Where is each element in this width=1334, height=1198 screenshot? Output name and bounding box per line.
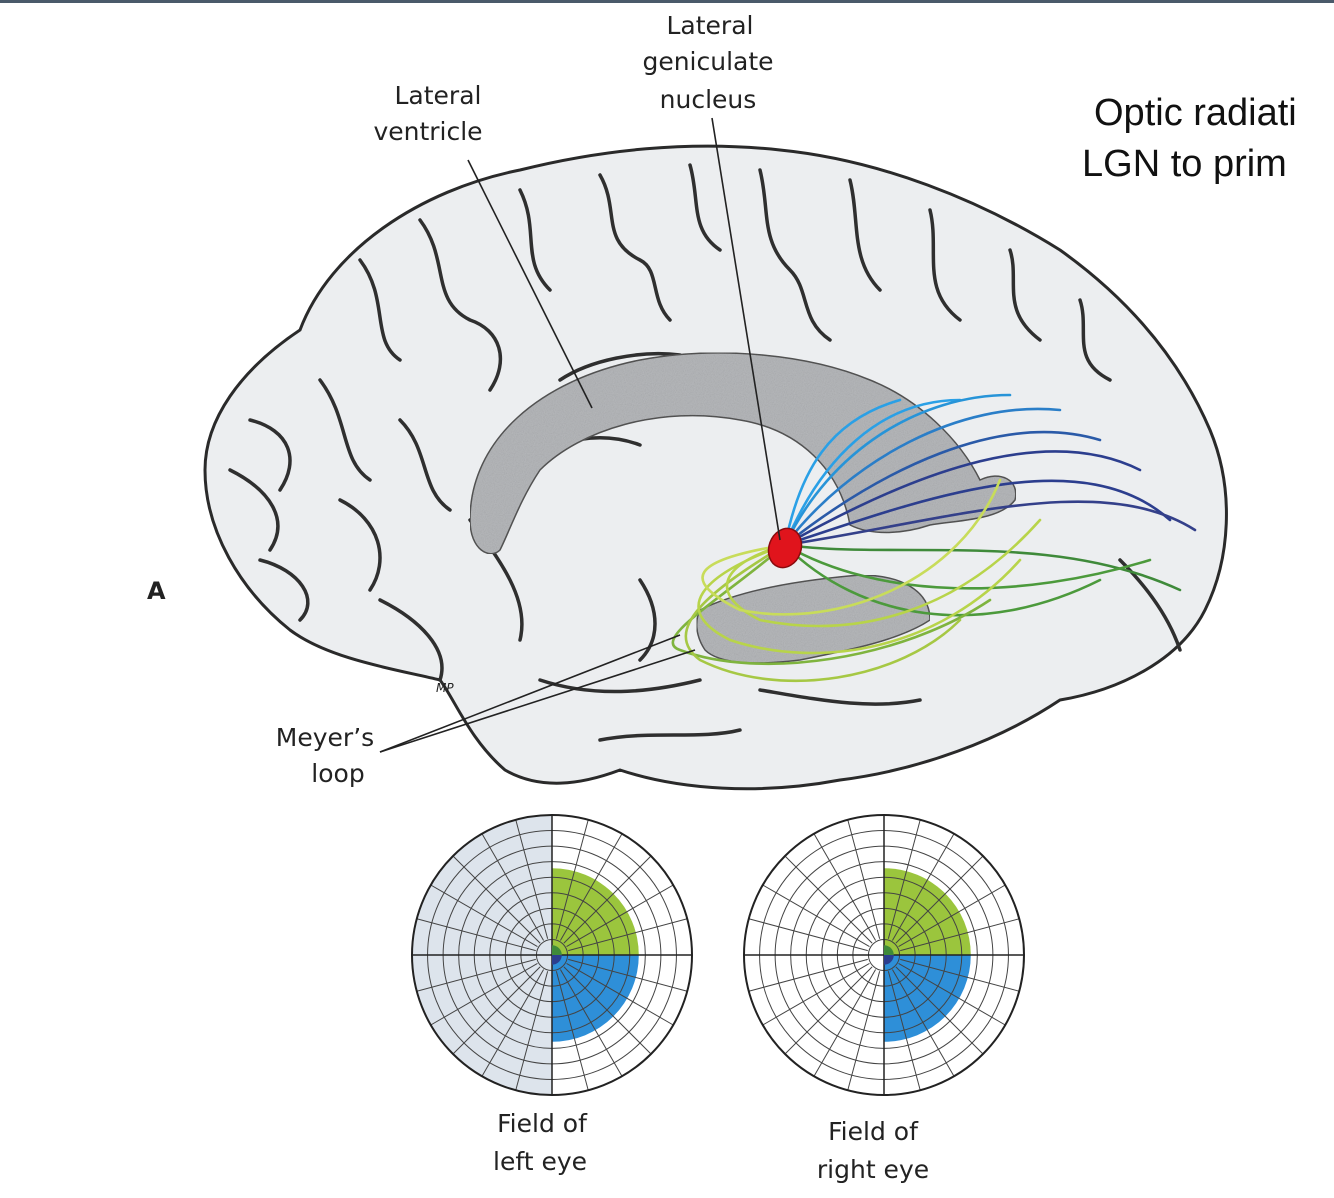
visual-field-left-eye <box>411 814 693 1096</box>
field-spoke <box>452 855 541 944</box>
field-spoke <box>430 884 538 948</box>
svg-text:geniculate: geniculate <box>642 47 773 76</box>
fiber-mid-2 <box>783 543 1152 590</box>
field-spoke <box>813 969 877 1077</box>
field-spoke <box>891 833 955 941</box>
field-spoke <box>813 833 877 941</box>
field-spoke <box>847 971 881 1091</box>
fiber-upper-6 <box>783 450 1142 547</box>
label-lgn: Lateral geniculate nucleus <box>642 11 773 114</box>
field-center-upper <box>552 945 562 955</box>
field-spoke <box>887 819 921 939</box>
artist-signature: MP <box>436 681 454 695</box>
field-spoke <box>891 969 955 1077</box>
leader-meyers-loop-2 <box>379 649 696 753</box>
label-field-right: Field of right eye <box>817 1117 929 1184</box>
leader-meyers-loop-1 <box>379 634 681 753</box>
field-border <box>743 814 1025 1096</box>
svg-text:Field of: Field of <box>828 1117 919 1146</box>
field-spoke <box>416 918 536 952</box>
panel-letter: A <box>147 577 166 605</box>
fiber-lower-5 <box>701 478 1002 616</box>
field-spoke <box>898 962 1006 1026</box>
field-spoke <box>515 971 549 1091</box>
svg-text:Field of: Field of <box>497 1109 588 1138</box>
fiber-lower-3 <box>697 543 1022 655</box>
field-spoke <box>430 962 538 1026</box>
field-spoke <box>847 819 881 939</box>
fiber-upper-7 <box>783 479 1172 547</box>
field-spoke <box>452 966 541 1055</box>
field-spoke <box>748 958 868 992</box>
leader-lines <box>379 117 781 753</box>
leader-lateral-ventricle <box>467 159 593 409</box>
svg-text:Optic radiati: Optic radiati <box>1094 92 1297 134</box>
field-center-lower <box>552 955 562 965</box>
field-spoke <box>481 969 545 1077</box>
svg-text:Meyer’s: Meyer’s <box>276 723 374 752</box>
label-field-left: Field of left eye <box>493 1109 588 1176</box>
field-spoke <box>515 819 549 939</box>
lgn-marker <box>767 527 803 569</box>
field-spoke <box>895 966 984 1055</box>
field-spoke <box>887 971 921 1091</box>
field-spoke <box>784 855 873 944</box>
fiber-lower-2 <box>684 543 962 683</box>
field-spoke <box>762 962 870 1026</box>
svg-text:nucleus: nucleus <box>660 85 757 114</box>
fiber-mid-1 <box>783 543 1182 592</box>
temporal-horn <box>695 574 931 664</box>
fiber-upper-5 <box>783 430 1102 547</box>
fiber-upper-4 <box>783 407 1062 547</box>
field-spoke <box>555 819 589 939</box>
svg-text:loop: loop <box>311 759 364 788</box>
header-title: Optic radiati LGN to prim <box>1082 92 1297 185</box>
fiber-upper-8 <box>783 500 1197 547</box>
field-spoke <box>563 966 652 1055</box>
field-spoke <box>748 918 868 952</box>
field-spoke <box>568 918 688 952</box>
field-center-lower <box>884 955 894 965</box>
brain <box>203 144 1228 791</box>
svg-text:Lateral: Lateral <box>395 81 482 110</box>
fiber-upper-2 <box>783 398 962 547</box>
field-center-upper <box>884 945 894 955</box>
leader-lgn <box>711 117 781 541</box>
label-lateral-ventricle: Lateral ventricle <box>373 81 482 146</box>
field-border <box>411 814 693 1096</box>
field-spoke <box>900 918 1020 952</box>
visual-field-right-eye <box>743 814 1025 1096</box>
optic-radiation-fibers <box>671 393 1197 683</box>
svg-text:ventricle: ventricle <box>373 117 482 146</box>
field-spoke <box>762 884 870 948</box>
fiber-lower-4 <box>725 518 1042 628</box>
field-spoke <box>898 884 1006 948</box>
field-spoke <box>555 971 589 1091</box>
field-spoke <box>784 966 873 1055</box>
sulci <box>228 163 1182 742</box>
svg-text:Lateral: Lateral <box>667 11 754 40</box>
label-meyers-loop: Meyer’s loop <box>276 723 374 788</box>
fiber-mid-3 <box>783 543 1102 617</box>
field-spoke <box>416 958 536 992</box>
svg-text:LGN to prim: LGN to prim <box>1082 143 1287 185</box>
fiber-upper-1 <box>783 398 902 547</box>
field-spoke <box>559 969 623 1077</box>
brain-outline <box>203 144 1228 791</box>
fiber-upper-3 <box>783 393 1012 547</box>
field-spoke <box>481 833 545 941</box>
top-border <box>0 0 1334 3</box>
lateral-ventricle <box>469 352 1017 555</box>
field-spoke <box>568 958 688 992</box>
field-spoke <box>895 855 984 944</box>
field-spoke <box>566 962 674 1026</box>
field-spoke <box>563 855 652 944</box>
field-spoke <box>566 884 674 948</box>
field-spoke <box>559 833 623 941</box>
svg-text:left eye: left eye <box>493 1147 587 1176</box>
svg-text:right eye: right eye <box>817 1155 929 1184</box>
field-spoke <box>900 958 1020 992</box>
